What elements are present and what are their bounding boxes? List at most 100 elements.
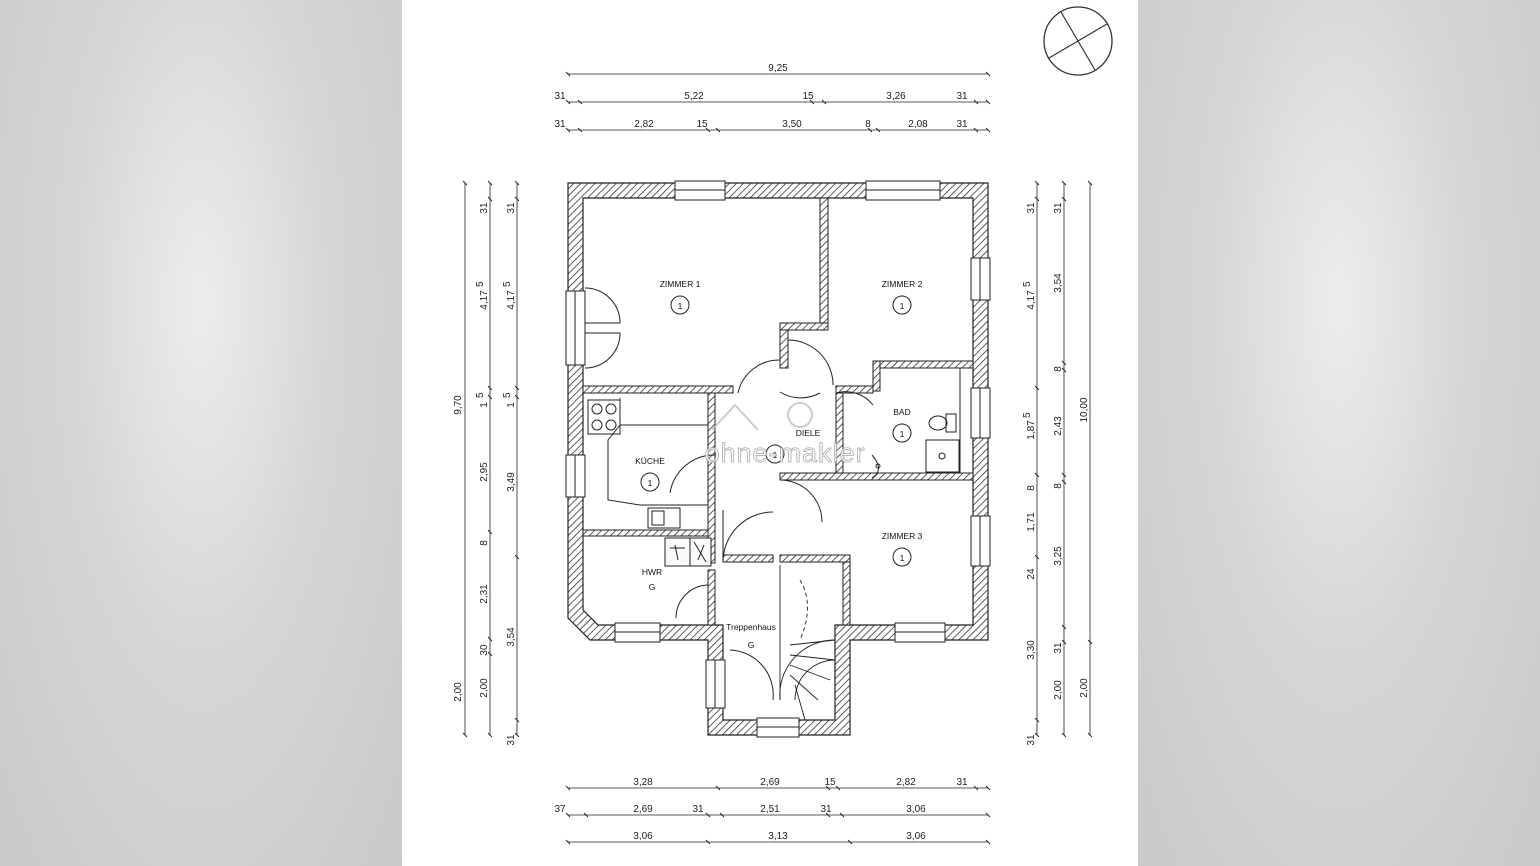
toilet-icon: [928, 413, 957, 433]
dim-top-overall: 9,25: [768, 63, 788, 74]
dim-label: 3,25: [1053, 546, 1064, 566]
room-marker: 1: [678, 301, 683, 311]
dim-superscript: 5: [1022, 412, 1033, 418]
dim-label: 2,95: [479, 462, 490, 482]
interior-walls: [582, 197, 974, 626]
room-zimmer-3: ZIMMER 3 1: [882, 531, 923, 567]
room-label: ZIMMER 3: [882, 531, 923, 541]
staircase: [779, 565, 836, 721]
room-label: Treppenhaus: [726, 622, 776, 632]
dim-label: 31: [479, 202, 490, 214]
room-kueche: KÜCHE 1: [635, 456, 665, 492]
dim-label: 4,17: [1026, 290, 1037, 310]
floor-plan-drawing: ZIMMER 1 1 ZIMMER 2 1 BAD 1 DIELE 1 KÜCH…: [453, 6, 1113, 845]
room-diele: DIELE 1: [765, 428, 821, 464]
room-bad: BAD 1: [892, 407, 912, 443]
room-label: BAD: [893, 407, 910, 417]
room-marker: G: [748, 640, 755, 650]
dim-label: 1: [479, 402, 490, 408]
door-swings: [584, 287, 874, 701]
dim-label: 31: [1053, 642, 1064, 654]
dim-label: 8: [1026, 485, 1037, 491]
dim-label: 15: [696, 119, 708, 130]
dim-label: 31: [956, 119, 968, 130]
room-label: KÜCHE: [635, 456, 665, 466]
dim-label: 1: [506, 402, 517, 408]
dim-label: 4,17: [479, 290, 490, 310]
dim-label: 31: [956, 777, 968, 788]
room-label: HWR: [642, 567, 662, 577]
blurred-background-left: [0, 0, 402, 866]
room-marker: 1: [900, 429, 905, 439]
dim-label: 3,06: [906, 831, 926, 842]
kitchen-stove-icon: [587, 399, 621, 435]
floor-plan-sheet: ZIMMER 1 1 ZIMMER 2 1 BAD 1 DIELE 1 KÜCH…: [402, 0, 1138, 866]
dim-superscript: 5: [475, 281, 486, 287]
dim-label: 2,00: [1053, 680, 1064, 700]
dim-label: 8: [1053, 483, 1064, 489]
dim-label: 31: [554, 119, 566, 130]
dimension-lines: [464, 73, 1091, 843]
dim-label: 31: [1053, 202, 1064, 214]
room-zimmer-1: ZIMMER 1 1: [660, 279, 701, 315]
dim-label: 3,49: [506, 472, 517, 492]
dim-label: 5,22: [684, 91, 704, 102]
dim-label: 2,31: [479, 584, 490, 604]
room-hwr: HWR G: [642, 567, 662, 592]
dim-label: 10,00: [1079, 397, 1090, 422]
dim-label: 8: [865, 119, 871, 130]
shower-icon: [925, 439, 960, 473]
room-label: DIELE: [796, 428, 821, 438]
dim-label: 2,82: [896, 777, 916, 788]
dim-label: 3,30: [1026, 640, 1037, 660]
dim-label: 2,51: [760, 804, 780, 815]
dim-superscript: 5: [502, 392, 513, 398]
kitchen-sink-icon: [647, 507, 681, 529]
windows: [565, 180, 991, 738]
dim-label: 31: [506, 202, 517, 214]
room-marker: 1: [648, 478, 653, 488]
dim-label: 3,26: [886, 91, 906, 102]
dim-label: 15: [802, 91, 814, 102]
dim-label: 3,13: [768, 831, 788, 842]
dim-label: 3,28: [633, 777, 653, 788]
room-label: ZIMMER 2: [882, 279, 923, 289]
washbasin-icon: [871, 454, 881, 479]
dim-label: 3,54: [506, 627, 517, 647]
dim-label: 3,54: [1053, 273, 1064, 293]
dim-label: 8: [479, 540, 490, 546]
dim-label: 2,69: [633, 804, 653, 815]
room-marker: 1: [900, 553, 905, 563]
dim-label: 9,70: [453, 395, 464, 415]
room-treppenhaus: Treppenhaus G: [726, 622, 776, 650]
room-marker: 1: [773, 450, 778, 460]
dim-label: 3,06: [633, 831, 653, 842]
dim-label: 31: [1026, 734, 1037, 746]
dimension-ticks: [462, 71, 1093, 845]
dim-label: 31: [554, 91, 566, 102]
utility-appliances-icon: [664, 537, 712, 567]
room-zimmer-2: ZIMMER 2 1: [882, 279, 923, 315]
dim-label: 2,69: [760, 777, 780, 788]
dim-label: 4,17: [506, 290, 517, 310]
room-marker: G: [649, 582, 656, 592]
watermark-text: ohne-makler: [704, 438, 865, 468]
dimension-labels: 9,25 31 5,22 15 3,26 31 31 2,82 15 3,50 …: [453, 63, 1090, 842]
dim-label: 3,50: [782, 119, 802, 130]
dim-label: 2,08: [908, 119, 928, 130]
dim-label: 3,06: [906, 804, 926, 815]
dim-label: 24: [1026, 568, 1037, 580]
dim-label: 37: [554, 804, 566, 815]
dim-label: 8: [1053, 366, 1064, 372]
dim-label: 1,71: [1026, 512, 1037, 532]
dim-superscript: 5: [502, 281, 513, 287]
dim-label: 31: [506, 734, 517, 746]
dim-superscript: 5: [475, 392, 486, 398]
room-label: ZIMMER 1: [660, 279, 701, 289]
room-marker: 1: [900, 301, 905, 311]
dim-label: 2,00: [479, 678, 490, 698]
dim-label: 2,00: [453, 682, 464, 702]
dim-label: 31: [1026, 202, 1037, 214]
dim-label: 2,00: [1079, 678, 1090, 698]
north-arrow-icon: [1043, 6, 1113, 76]
